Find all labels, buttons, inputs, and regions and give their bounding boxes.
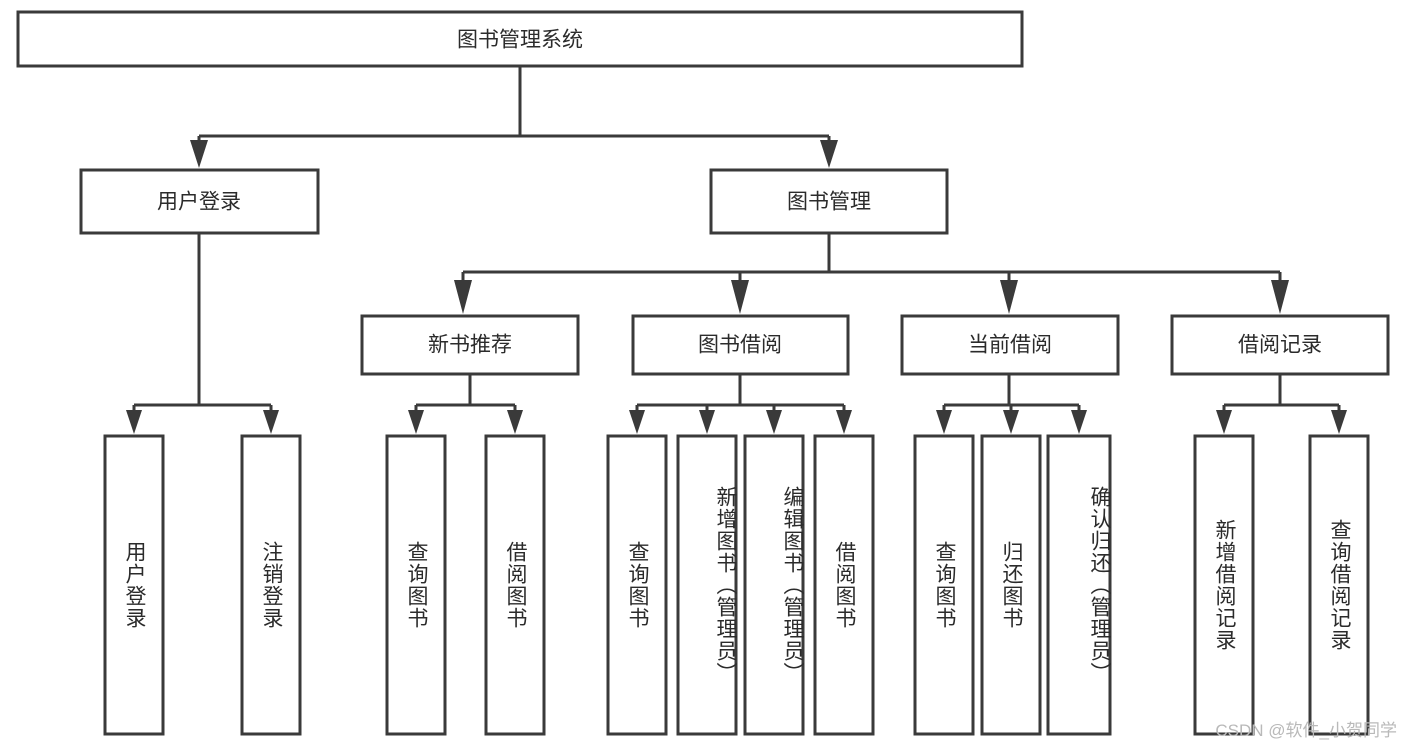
node-leaf-query-book-2[interactable] <box>606 434 668 736</box>
arrowhead-leaf-add-book <box>699 410 715 434</box>
arrowhead-leaf-query-book-1 <box>408 410 424 434</box>
arrowhead-user-login <box>190 140 208 168</box>
arrowhead-leaf-borrow-book-2 <box>836 410 852 434</box>
node-new-book-rec-label: 新书推荐 <box>428 334 512 357</box>
node-book-borrow-label: 图书借阅 <box>698 334 782 357</box>
connector-group-book-borrow-leaves <box>629 374 852 434</box>
node-leaf-borrow-book-2[interactable] <box>813 434 875 736</box>
arrowhead-leaf-return-book <box>1003 410 1019 434</box>
connector-group-current-borrow-leaves <box>936 374 1087 434</box>
node-leaf-query-record[interactable] <box>1308 434 1370 736</box>
arrowhead-book-manage <box>820 140 838 168</box>
arrowhead-leaf-borrow-book-1 <box>507 410 523 434</box>
connector-group-root <box>190 66 838 168</box>
connector-group-new-book-leaves <box>408 374 523 434</box>
arrowhead-leaf-query-record <box>1331 410 1347 434</box>
node-leaf-borrow-book-1[interactable] <box>484 434 546 736</box>
arrowhead-current-borrow <box>1000 280 1018 314</box>
arrowhead-book-borrow <box>731 280 749 314</box>
arrowhead-leaf-add-record <box>1216 410 1232 434</box>
node-leaf-add-book[interactable] <box>676 434 738 736</box>
node-leaf-query-book-3[interactable] <box>913 434 975 736</box>
arrowhead-leaf-query-book-2 <box>629 410 645 434</box>
arrowhead-borrow-record <box>1271 280 1289 314</box>
node-borrow-record[interactable] <box>1170 314 1390 376</box>
node-root-label: 图书管理系统 <box>457 29 583 52</box>
node-leaf-edit-book[interactable] <box>743 434 805 736</box>
connector-group-borrow-record-leaves <box>1216 374 1347 434</box>
arrowhead-leaf-confirm-return <box>1071 410 1087 434</box>
arrowhead-leaf-edit-book <box>766 410 782 434</box>
node-leaf-user-login[interactable] <box>103 434 165 736</box>
node-leaf-logout[interactable] <box>240 434 302 736</box>
node-leaf-return-book[interactable] <box>980 434 1042 736</box>
arrowhead-leaf-user-login <box>126 410 142 434</box>
node-book-borrow[interactable] <box>631 314 850 376</box>
connector-group-user-login-leaves <box>126 233 279 434</box>
node-leaf-add-record[interactable] <box>1193 434 1255 736</box>
node-root[interactable] <box>16 10 1024 68</box>
node-user-login-label: 用户登录 <box>157 191 241 214</box>
node-book-manage[interactable] <box>709 168 949 235</box>
node-book-manage-label: 图书管理 <box>787 191 871 214</box>
node-leaf-confirm-return[interactable] <box>1046 434 1112 736</box>
arrowhead-leaf-logout <box>263 410 279 434</box>
node-new-book-rec[interactable] <box>360 314 580 376</box>
arrowhead-new-book-rec <box>454 280 472 314</box>
node-current-borrow-label: 当前借阅 <box>968 334 1052 357</box>
node-user-login[interactable] <box>79 168 320 235</box>
node-borrow-record-label: 借阅记录 <box>1238 334 1322 357</box>
connector-group-book-manage <box>454 233 1289 314</box>
watermark: CSDN @软件_小贺同学 <box>1215 721 1397 740</box>
arrowhead-leaf-query-book-3 <box>936 410 952 434</box>
node-current-borrow[interactable] <box>900 314 1120 376</box>
node-leaf-query-book-1[interactable] <box>385 434 447 736</box>
